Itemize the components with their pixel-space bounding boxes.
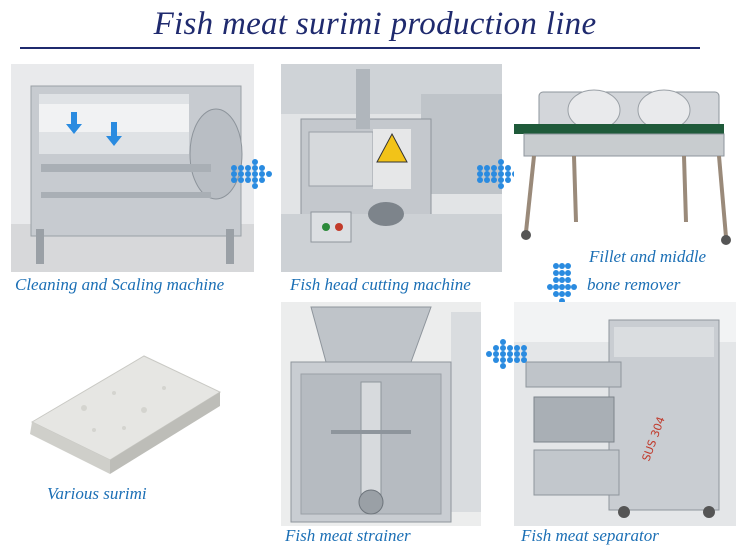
- page-title: Fish meat surimi production line: [153, 6, 597, 42]
- fish-head-cutting-machine-photo: [281, 64, 502, 272]
- caption-fish-meat-separator: Fish meat separator: [521, 526, 659, 545]
- dotted-arrow-icon: [478, 336, 528, 372]
- fillet-bone-remover-photo: [514, 72, 736, 248]
- caption-fillet-line2: bone remover: [587, 275, 681, 294]
- title-underline: [20, 47, 700, 49]
- dotted-arrow-icon: [544, 262, 580, 310]
- surimi-block-photo: [24, 348, 224, 478]
- cleaning-scaling-machine-photo: [11, 64, 254, 272]
- caption-fillet-line1: Fillet and middle: [589, 247, 707, 266]
- caption-cleaning-scaling: Cleaning and Scaling machine: [15, 275, 225, 294]
- dotted-arrow-icon: [230, 156, 280, 192]
- caption-fish-meat-strainer: Fish meat strainer: [285, 526, 411, 545]
- fish-meat-separator-photo: SUS 304: [514, 302, 736, 526]
- fish-meat-strainer-photo: [281, 302, 481, 526]
- caption-various-surimi: Various surimi: [47, 484, 147, 503]
- caption-fish-head-cutting: Fish head cutting machine: [290, 275, 471, 294]
